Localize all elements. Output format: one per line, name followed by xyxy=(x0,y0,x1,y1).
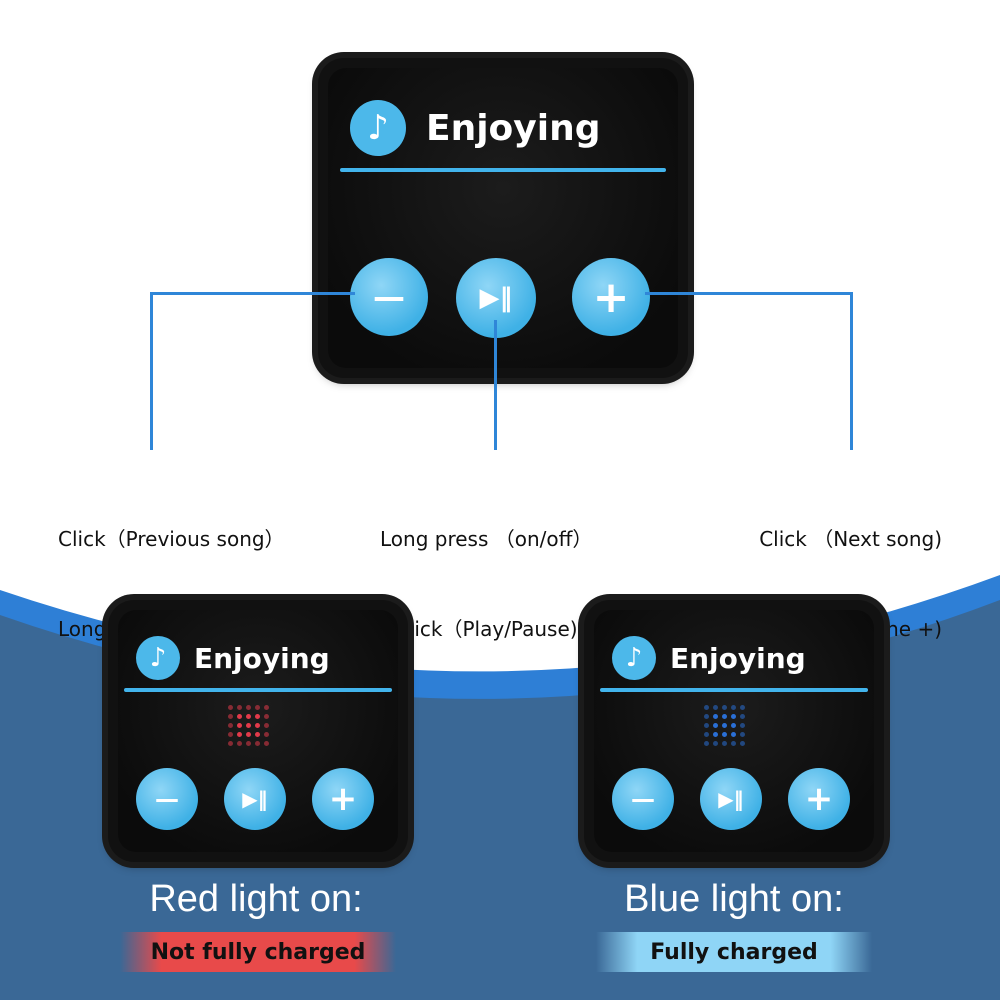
led-dot xyxy=(740,741,745,746)
blue-light-patch: ♪ Enjoying — ▶‖ + xyxy=(584,600,884,862)
left-connector-v xyxy=(150,292,153,450)
led-dot xyxy=(713,714,718,719)
led-dot xyxy=(255,723,260,728)
music-note-icon: ♪ xyxy=(612,636,656,680)
led-dot xyxy=(264,705,269,710)
led-dot xyxy=(740,705,745,710)
led-dot xyxy=(722,705,727,710)
center-connector-v xyxy=(494,320,497,450)
led-dot xyxy=(704,741,709,746)
led-dot xyxy=(740,723,745,728)
led-dot xyxy=(264,714,269,719)
plus-button[interactable]: + xyxy=(572,258,650,336)
patch-title: Enjoying xyxy=(194,641,330,675)
plus-button[interactable]: + xyxy=(788,768,850,830)
music-note-icon: ♪ xyxy=(350,100,406,156)
minus-button[interactable]: — xyxy=(612,768,674,830)
led-dot xyxy=(731,741,736,746)
led-dot xyxy=(255,714,260,719)
led-dot xyxy=(704,714,709,719)
play-pause-button[interactable]: ▶‖ xyxy=(224,768,286,830)
patch-title: Enjoying xyxy=(426,107,601,149)
led-dot xyxy=(740,732,745,737)
led-dot xyxy=(228,714,233,719)
led-dot xyxy=(731,732,736,737)
led-dot xyxy=(704,723,709,728)
led-dot xyxy=(246,723,251,728)
led-dot xyxy=(722,741,727,746)
blue-state-label: Blue light on: xyxy=(624,878,844,920)
play-pause-button[interactable]: ▶‖ xyxy=(700,768,762,830)
led-dot xyxy=(228,723,233,728)
patch-divider xyxy=(340,168,666,172)
led-dot xyxy=(246,705,251,710)
led-dot xyxy=(255,705,260,710)
music-note-icon: ♪ xyxy=(136,636,180,680)
led-dot xyxy=(255,741,260,746)
led-dot xyxy=(722,732,727,737)
led-dot xyxy=(713,732,718,737)
led-dot xyxy=(264,732,269,737)
right-connector-h xyxy=(645,292,853,295)
patch-divider xyxy=(600,688,868,692)
led-dot xyxy=(237,723,242,728)
red-state-label: Red light on: xyxy=(149,878,363,920)
left-connector-h xyxy=(150,292,355,295)
led-dot xyxy=(713,705,718,710)
led-dot xyxy=(731,705,736,710)
led-dot xyxy=(704,732,709,737)
center-caption: Long press （on/off） Click（Play/Pause) xyxy=(380,527,593,641)
minus-button[interactable]: — xyxy=(136,768,198,830)
led-dot xyxy=(246,714,251,719)
patch-title: Enjoying xyxy=(670,641,806,675)
led-dot xyxy=(264,723,269,728)
led-dot xyxy=(713,723,718,728)
led-dot xyxy=(228,705,233,710)
led-dot xyxy=(237,714,242,719)
led-dot xyxy=(704,705,709,710)
plus-button[interactable]: + xyxy=(312,768,374,830)
blue-led-matrix xyxy=(704,705,745,746)
led-dot xyxy=(237,705,242,710)
led-dot xyxy=(228,732,233,737)
right-connector-v xyxy=(850,292,853,450)
led-dot xyxy=(731,723,736,728)
not-charged-badge: Not fully charged xyxy=(120,932,396,972)
led-dot xyxy=(264,741,269,746)
charged-badge: Fully charged xyxy=(596,932,872,972)
led-dot xyxy=(740,714,745,719)
led-dot xyxy=(255,732,260,737)
led-dot xyxy=(246,732,251,737)
led-dot xyxy=(731,714,736,719)
led-dot xyxy=(228,741,233,746)
red-led-matrix xyxy=(228,705,269,746)
led-dot xyxy=(237,732,242,737)
minus-button[interactable]: — xyxy=(350,258,428,336)
patch-divider xyxy=(124,688,392,692)
led-dot xyxy=(722,723,727,728)
led-dot xyxy=(237,741,242,746)
red-light-patch: ♪ Enjoying — ▶‖ + xyxy=(108,600,408,862)
led-dot xyxy=(722,714,727,719)
main-control-patch: ♪ Enjoying — ▶‖ + xyxy=(318,58,688,378)
led-dot xyxy=(246,741,251,746)
led-dot xyxy=(713,741,718,746)
